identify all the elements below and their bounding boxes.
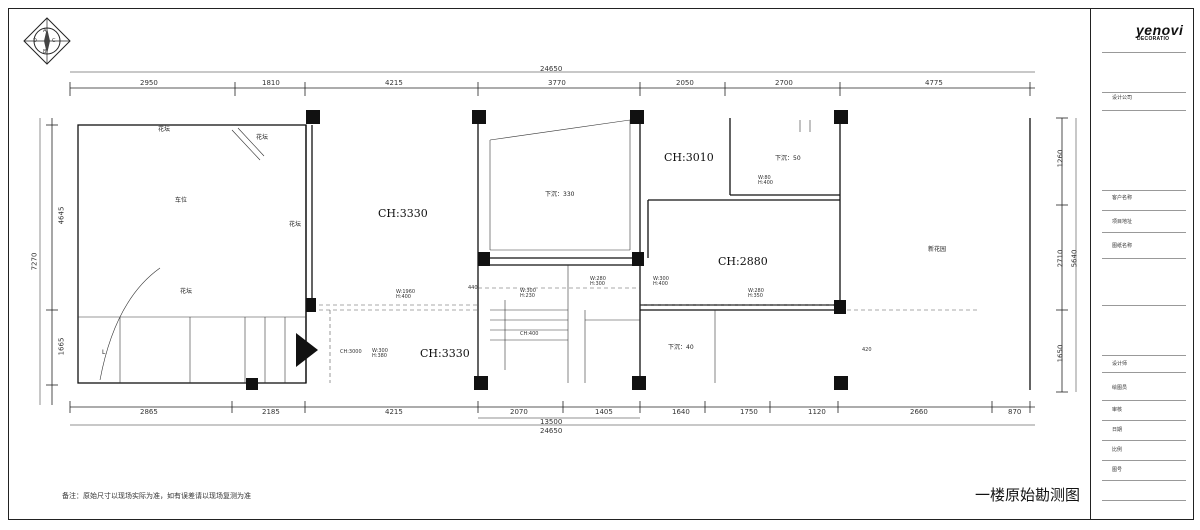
drawing-title: 一楼原始勘测图 xyxy=(975,486,1081,504)
title-block-rule xyxy=(1102,305,1186,306)
opening-label: 440 xyxy=(468,285,478,291)
title-block-divider xyxy=(1090,8,1091,520)
title-block-rule xyxy=(1102,92,1186,93)
dim-bottom-6: 1640 xyxy=(672,408,690,416)
room-label: 花坛 xyxy=(289,221,302,228)
title-block-rule xyxy=(1102,355,1186,356)
dim-bottom-10: 870 xyxy=(1008,408,1022,416)
dim-left-2: 1665 xyxy=(57,337,66,356)
compass-rose xyxy=(23,17,71,65)
opening-label: W:300 H:230 xyxy=(520,288,536,299)
title-block-rule xyxy=(1102,258,1186,259)
dim-bottom-5: 1405 xyxy=(595,408,613,416)
title-block-field: 设计师 xyxy=(1112,361,1128,367)
dim-top-7: 4775 xyxy=(925,79,943,87)
title-block-field: 审核 xyxy=(1112,407,1123,413)
title-block-field: 图号 xyxy=(1112,467,1123,473)
room-label: 车位 xyxy=(175,197,188,204)
dim-bottom-4: 2070 xyxy=(510,408,528,416)
dim-top-3: 4215 xyxy=(385,79,403,87)
dim-bottom-2: 2185 xyxy=(262,408,280,416)
dim-bottom-7: 1750 xyxy=(740,408,758,416)
dim-right-2: 2710 xyxy=(1056,249,1065,268)
title-block-rule xyxy=(1102,110,1186,111)
title-block-rule xyxy=(1102,460,1186,461)
title-block-field: 图纸名称 xyxy=(1112,243,1133,249)
dim-right-3: 1650 xyxy=(1056,344,1065,363)
room-label: CH:3010 xyxy=(664,151,714,164)
room-label: CH:3330 xyxy=(378,207,428,220)
dim-right-1: 1260 xyxy=(1056,149,1065,168)
room-label: CH:3000 xyxy=(340,349,362,355)
dim-left-1: 4645 xyxy=(57,206,66,225)
title-block-field: 日期 xyxy=(1112,427,1123,433)
room-label: CH:3330 xyxy=(420,347,470,360)
opening-label: W:300 H:380 xyxy=(372,348,388,359)
room-label: 花坛 xyxy=(180,288,193,295)
dim-bottom-sub: 13500 xyxy=(540,418,563,426)
room-label: 新花园 xyxy=(928,246,947,253)
compass-label: D xyxy=(33,38,37,44)
title-block-rule xyxy=(1102,500,1186,501)
title-block-rule xyxy=(1102,232,1186,233)
title-block-field: 设计公司 xyxy=(1112,95,1133,101)
room-label: 花坛 xyxy=(158,126,171,133)
drawing-note: 备注：原始尺寸以现场实际为准，如有误差请以现场复测为准 xyxy=(62,492,251,500)
opening-label: W:300 H:400 xyxy=(653,276,669,287)
opening-label: 420 xyxy=(862,347,872,353)
dim-top-6: 2700 xyxy=(775,79,793,87)
room-label: CH:2880 xyxy=(718,255,768,268)
title-block-field: 项目地址 xyxy=(1112,219,1133,225)
title-block-field: 客户名称 xyxy=(1112,195,1133,201)
opening-label: W:1960 H:400 xyxy=(396,289,416,300)
dim-top-5: 2050 xyxy=(676,79,694,87)
dim-bottom-total: 24650 xyxy=(540,427,563,435)
room-label: 下沉：40 xyxy=(668,344,694,351)
dim-bottom-3: 4215 xyxy=(385,408,403,416)
room-label: 下沉：330 xyxy=(545,191,575,198)
dim-right-outer: 5640 xyxy=(1070,249,1079,268)
dim-bottom-9: 2660 xyxy=(910,408,928,416)
room-label: L xyxy=(102,349,106,356)
company-logo: yenovi xyxy=(1136,22,1184,38)
title-block-rule xyxy=(1102,420,1186,421)
opening-label: W:280 H:300 xyxy=(590,276,606,287)
dim-top-2: 1810 xyxy=(262,79,280,87)
title-block-field: 比例 xyxy=(1112,447,1123,453)
title-block-rule xyxy=(1102,52,1186,53)
room-label: 下沉：50 xyxy=(775,155,801,162)
dim-top-total: 24650 xyxy=(540,65,563,73)
drawing-sheet-border xyxy=(8,8,1194,520)
title-block-field: 绘图员 xyxy=(1112,385,1128,391)
company-logo-subtitle: DECORATIO xyxy=(1137,36,1170,42)
opening-label: W:80 H:400 xyxy=(758,175,773,186)
dim-left-outer: 7270 xyxy=(30,252,39,271)
room-label: 花坛 xyxy=(256,134,269,141)
compass-label: C xyxy=(52,38,56,44)
dim-bottom-1: 2865 xyxy=(140,408,158,416)
title-block-rule xyxy=(1102,440,1186,441)
title-block-rule xyxy=(1102,480,1186,481)
title-block-rule xyxy=(1102,400,1186,401)
title-block-rule xyxy=(1102,190,1186,191)
opening-label: W:280 H:350 xyxy=(748,288,764,299)
dim-top-1: 2950 xyxy=(140,79,158,87)
compass-label: A xyxy=(43,28,47,34)
title-block-rule xyxy=(1102,372,1186,373)
opening-label: CH:400 xyxy=(520,331,539,337)
dim-bottom-8: 1120 xyxy=(808,408,826,416)
compass-label: B xyxy=(43,49,47,55)
dim-top-4: 3770 xyxy=(548,79,566,87)
title-block-rule xyxy=(1102,210,1186,211)
